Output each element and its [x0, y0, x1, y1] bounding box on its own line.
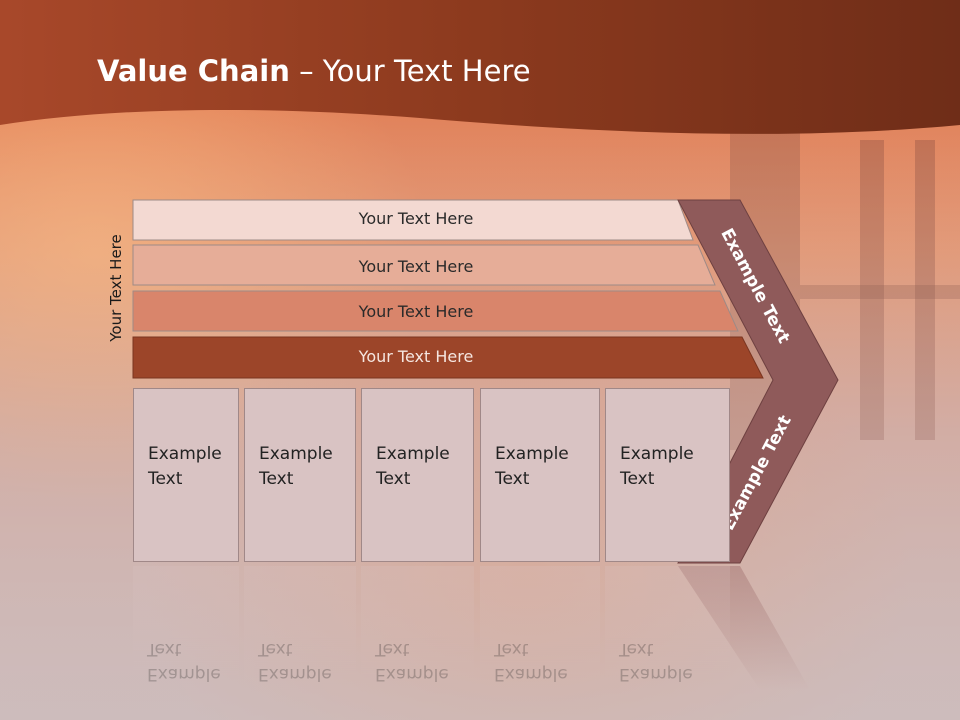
column-1-reflection-line1: Example [147, 664, 221, 684]
column-1-line1: Example [148, 444, 222, 464]
bar-1 [132, 199, 694, 241]
column-4-reflection-line1: Example [494, 664, 568, 684]
slide-title: Value Chain – Your Text Here [97, 54, 531, 88]
arrow-reflection [678, 566, 810, 690]
bar-4 [132, 336, 764, 379]
column-2-reflection: Example Text [244, 566, 356, 686]
column-2-line1: Example [259, 444, 333, 464]
column-3-reflection-line1: Example [375, 664, 449, 684]
column-5-line1: Example [620, 444, 694, 464]
column-2-line2: Text [259, 469, 294, 489]
column-2: Example Text [244, 388, 356, 562]
column-5: Example Text [605, 388, 730, 562]
column-4: Example Text [480, 388, 600, 562]
column-4-reflection: Example Text [480, 566, 600, 686]
bar-label-4: Your Text Here [358, 347, 474, 366]
column-5-line2: Text [620, 469, 655, 489]
title-rest: – Your Text Here [289, 54, 531, 88]
column-1-reflection-line2: Text [147, 639, 182, 659]
column-3-reflection: Example Text [361, 566, 474, 686]
column-2-reflection-line1: Example [258, 664, 332, 684]
column-3-line1: Example [376, 444, 450, 464]
column-5-reflection-line2: Text [619, 639, 654, 659]
column-4-line2: Text [495, 469, 530, 489]
column-3-line2: Text [376, 469, 411, 489]
column-3-reflection-line2: Text [375, 639, 410, 659]
title-bold: Value Chain [97, 54, 290, 88]
bar-label-3: Your Text Here [358, 302, 474, 321]
bar-label-1: Your Text Here [358, 209, 474, 228]
column-5-reflection: Example Text [605, 566, 730, 686]
bar-label-2: Your Text Here [358, 257, 474, 276]
column-2-reflection-line2: Text [258, 639, 293, 659]
column-1-line2: Text [148, 469, 183, 489]
bar-3 [132, 290, 739, 332]
bar-2 [132, 244, 716, 286]
column-1-reflection: Example Text [133, 566, 239, 686]
arrow-chevron [677, 199, 839, 564]
column-1: Example Text [133, 388, 239, 562]
column-5-reflection-line1: Example [619, 664, 693, 684]
column-3: Example Text [361, 388, 474, 562]
column-4-reflection-line2: Text [494, 639, 529, 659]
column-4-line1: Example [495, 444, 569, 464]
